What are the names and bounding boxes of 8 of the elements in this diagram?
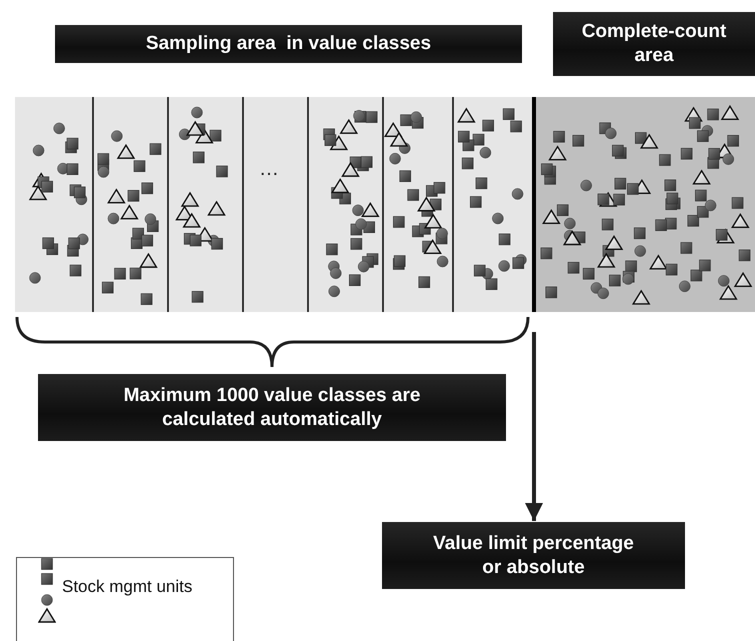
value-limit-banner: Value limit percentage or absolute	[382, 522, 685, 589]
sampling-area-banner: Sampling area in value classes	[55, 25, 522, 63]
value-classes-banner: Maximum 1000 value classes are calculated automatically	[38, 374, 506, 441]
divider-bar	[532, 97, 536, 312]
ellipsis-text: …	[259, 158, 279, 181]
complete-count-banner: Complete-count area	[553, 12, 755, 76]
legend-label: Stock mgmt units	[62, 577, 192, 597]
arrow	[525, 332, 543, 521]
